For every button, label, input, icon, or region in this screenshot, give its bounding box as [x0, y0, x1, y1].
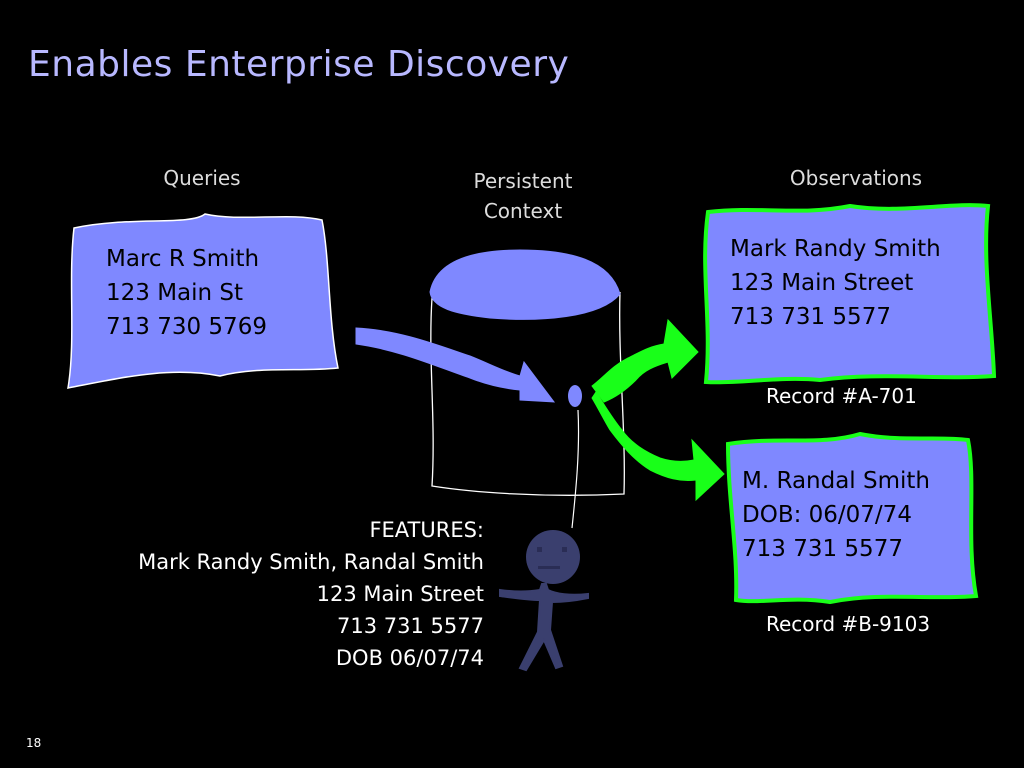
features-names: Mark Randy Smith, Randal Smith	[138, 550, 484, 574]
context-node	[568, 385, 582, 407]
header-persistent-context-line2: Context	[483, 199, 563, 223]
observation-a-address: 123 Main Street	[730, 270, 914, 296]
observation-b-text: M. Randal Smith DOB: 06/07/74 713 731 55…	[742, 464, 930, 566]
link-line	[571, 409, 580, 529]
query-name: Marc R Smith	[106, 246, 260, 272]
header-persistent-context: Persistent Context	[448, 166, 598, 226]
figure-body	[499, 583, 589, 672]
observation-b-name: M. Randal Smith	[742, 468, 930, 494]
analyst-figure	[499, 530, 589, 672]
slide-title: Enables Enterprise Discovery	[28, 44, 570, 85]
record-b-label: Record #B-9103	[766, 612, 931, 636]
figure-head	[526, 530, 580, 584]
cylinder-top	[429, 249, 621, 320]
header-observations: Observations	[789, 166, 923, 190]
header-persistent-context-line1: Persistent	[473, 169, 573, 193]
output-arrows	[591, 318, 725, 502]
figure-eye-right	[562, 547, 567, 552]
header-queries: Queries	[163, 166, 241, 190]
observation-b-phone: 713 731 5577	[742, 536, 903, 562]
page-number: 18	[26, 736, 42, 750]
figure-eye-left	[537, 547, 542, 552]
query-arrow	[355, 327, 556, 403]
features-phone: 713 731 5577	[337, 614, 484, 638]
query-phone: 713 730 5769	[106, 314, 267, 340]
features-heading: FEATURES:	[369, 518, 484, 542]
query-card-text: Marc R Smith 123 Main St 713 730 5769	[106, 242, 267, 344]
features-address: 123 Main Street	[316, 582, 484, 606]
observation-b-dob: DOB: 06/07/74	[742, 502, 912, 528]
query-card	[67, 213, 339, 389]
features-block: FEATURES: Mark Randy Smith, Randal Smith…	[138, 514, 484, 674]
observation-a-text: Mark Randy Smith 123 Main Street 713 731…	[730, 232, 941, 334]
observation-a-name: Mark Randy Smith	[730, 236, 941, 262]
record-a-label: Record #A-701	[766, 384, 917, 408]
figure-mouth	[538, 566, 560, 569]
observation-a-phone: 713 731 5577	[730, 304, 891, 330]
observation-b-card	[725, 431, 979, 605]
features-dob: DOB 06/07/74	[335, 646, 484, 670]
observation-a-card	[703, 203, 997, 385]
query-address: 123 Main St	[106, 280, 244, 306]
